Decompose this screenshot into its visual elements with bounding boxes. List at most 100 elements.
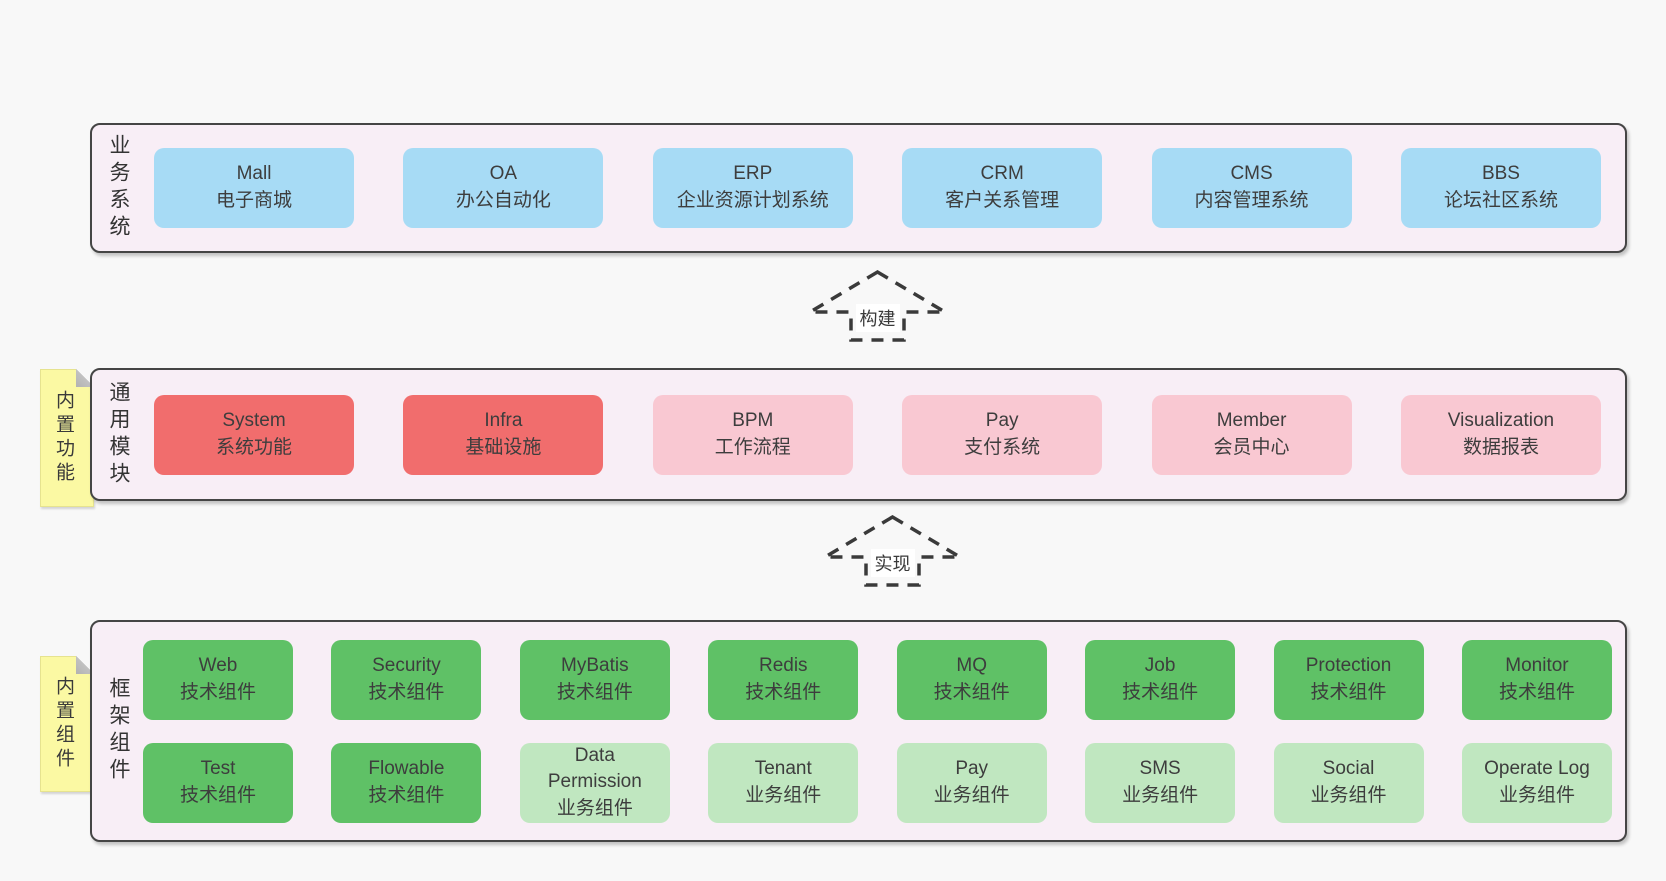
- component-box-sms: SMS 业务组件: [1085, 742, 1236, 823]
- section-framework-components: 框架组件 Web 技术组件 Security 技术组件 MyBatis 技术组件…: [90, 620, 1627, 842]
- sticky-note-builtin-components: 内置组件: [40, 656, 94, 792]
- component-box-data-permission: Data Permission 业务组件: [519, 742, 670, 823]
- box-title: MQ: [956, 654, 987, 676]
- box-title: Tenant: [754, 757, 812, 779]
- arrow-build-label: 构建: [855, 304, 900, 332]
- component-box-job: Job 技术组件: [1085, 639, 1236, 720]
- box-subtitle: 内容管理系统: [1194, 190, 1309, 211]
- box-subtitle: 系统功能: [215, 436, 292, 458]
- box-subtitle: 基础设施: [465, 436, 542, 458]
- business-box-mall: Mall 电子商城: [154, 148, 354, 228]
- box-title: Security: [372, 654, 441, 676]
- business-box-oa: OA 办公自动化: [403, 148, 604, 228]
- box-title: BPM: [732, 409, 774, 431]
- box-subtitle: 客户关系管理: [945, 190, 1060, 211]
- component-box-mq: MQ 技术组件: [896, 639, 1047, 720]
- box-title: Operate Log: [1484, 757, 1590, 779]
- box-subtitle: 业务组件: [933, 784, 1010, 806]
- box-title: Test: [200, 757, 236, 779]
- business-box-bbs: BBS 论坛社区系统: [1400, 148, 1601, 228]
- component-box-protection: Protection 技术组件: [1273, 639, 1424, 720]
- box-subtitle: 技术组件: [368, 784, 445, 806]
- box-subtitle: 企业资源计划系统: [676, 190, 829, 211]
- box-title: SMS: [1139, 757, 1181, 779]
- business-section-label: 业务系统: [107, 134, 130, 242]
- framework-section-label: 框架组件: [107, 677, 130, 785]
- box-title: Data Permission: [547, 744, 642, 793]
- box-subtitle: 技术组件: [179, 681, 256, 703]
- module-box-bpm: BPM 工作流程: [652, 394, 853, 475]
- business-box-row: Mall 电子商城 OA 办公自动化 ERP 企业资源计划系统 CRM 客户关系…: [130, 148, 1625, 228]
- arrow-build-up: 构建: [803, 269, 952, 342]
- component-box-operate-log: Operate Log 业务组件: [1461, 742, 1612, 823]
- modules-box-row: System 系统功能 Infra 基础设施 BPM 工作流程 Pay 支付系统…: [130, 394, 1625, 475]
- folded-corner-icon: [76, 656, 94, 674]
- arrow-implement-label: 实现: [870, 549, 915, 577]
- box-subtitle: 技术组件: [179, 784, 256, 806]
- note-text: 内置组件: [53, 676, 74, 772]
- box-title: Pay: [955, 757, 989, 779]
- framework-box-grid: Web 技术组件 Security 技术组件 MyBatis 技术组件 Redi…: [130, 639, 1625, 823]
- modules-section-label: 通用模块: [107, 380, 130, 489]
- box-subtitle: 业务组件: [745, 784, 822, 806]
- module-box-infra: Infra 基础设施: [403, 394, 604, 475]
- component-box-flowable: Flowable 技术组件: [331, 742, 482, 823]
- box-subtitle: 业务组件: [1310, 784, 1387, 806]
- box-title: System: [222, 409, 286, 431]
- box-title: Pay: [985, 409, 1019, 431]
- box-title: CRM: [980, 163, 1024, 185]
- box-title: Monitor: [1505, 654, 1569, 676]
- component-box-social: Social 业务组件: [1273, 742, 1424, 823]
- component-box-web: Web 技术组件: [143, 639, 293, 720]
- box-title: Job: [1144, 654, 1176, 676]
- box-title: Infra: [484, 409, 523, 431]
- section-common-modules: 通用模块 System 系统功能 Infra 基础设施 BPM 工作流程 Pay…: [90, 368, 1627, 501]
- business-box-cms: CMS 内容管理系统: [1151, 148, 1352, 228]
- note-text: 内置功能: [53, 390, 74, 486]
- box-subtitle: 技术组件: [368, 681, 445, 703]
- box-subtitle: 技术组件: [933, 681, 1010, 703]
- box-title: Web: [198, 654, 238, 676]
- module-box-pay: Pay 支付系统: [902, 394, 1103, 475]
- box-subtitle: 技术组件: [556, 681, 633, 703]
- box-subtitle: 技术组件: [1310, 681, 1387, 703]
- folded-corner-icon: [76, 369, 94, 387]
- box-title: Protection: [1305, 654, 1392, 676]
- component-box-test: Test 技术组件: [143, 742, 293, 823]
- business-box-erp: ERP 企业资源计划系统: [652, 148, 853, 228]
- box-subtitle: 支付系统: [964, 436, 1041, 458]
- box-title: CMS: [1230, 163, 1273, 185]
- business-box-crm: CRM 客户关系管理: [902, 148, 1103, 228]
- box-title: ERP: [733, 163, 773, 185]
- box-subtitle: 办公自动化: [455, 190, 551, 211]
- box-title: BBS: [1481, 163, 1520, 185]
- box-title: MyBatis: [561, 654, 629, 676]
- box-subtitle: 数据报表: [1462, 436, 1539, 458]
- component-box-mybatis: MyBatis 技术组件: [519, 639, 670, 720]
- box-subtitle: 技术组件: [1498, 681, 1575, 703]
- component-box-pay: Pay 业务组件: [896, 742, 1047, 823]
- box-title: Visualization: [1447, 409, 1555, 431]
- box-subtitle: 工作流程: [714, 436, 791, 458]
- component-box-security: Security 技术组件: [331, 639, 482, 720]
- module-box-member: Member 会员中心: [1151, 394, 1352, 475]
- box-title: OA: [489, 163, 518, 185]
- component-box-tenant: Tenant 业务组件: [708, 742, 859, 823]
- box-subtitle: 会员中心: [1213, 436, 1290, 458]
- box-subtitle: 技术组件: [1122, 681, 1199, 703]
- sticky-note-builtin-features: 内置功能: [40, 369, 94, 507]
- module-box-visualization: Visualization 数据报表: [1400, 394, 1601, 475]
- section-business-systems: 业务系统 Mall 电子商城 OA 办公自动化 ERP 企业资源计划系统 CRM…: [90, 123, 1627, 253]
- box-title: Mall: [236, 163, 272, 185]
- component-box-monitor: Monitor 技术组件: [1461, 639, 1612, 720]
- box-title: Flowable: [368, 757, 445, 779]
- arrow-implement-up: 实现: [818, 514, 967, 587]
- box-subtitle: 论坛社区系统: [1443, 190, 1558, 211]
- box-subtitle: 业务组件: [1498, 784, 1575, 806]
- box-title: Social: [1322, 757, 1375, 779]
- box-subtitle: 电子商城: [215, 190, 292, 211]
- module-box-system: System 系统功能: [154, 394, 354, 475]
- box-subtitle: 业务组件: [556, 797, 633, 819]
- box-title: Member: [1216, 409, 1287, 431]
- box-subtitle: 业务组件: [1122, 784, 1199, 806]
